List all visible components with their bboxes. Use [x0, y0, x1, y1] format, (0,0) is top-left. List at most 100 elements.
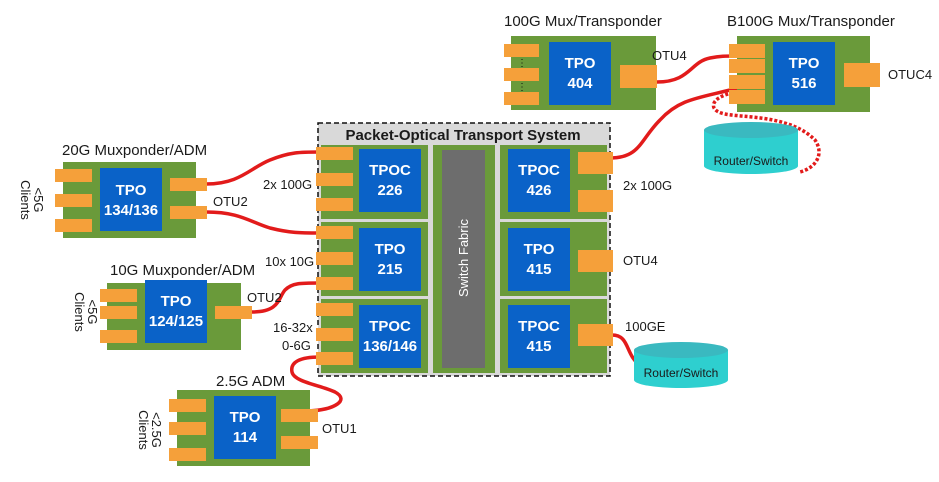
chip [549, 42, 611, 105]
svg-text:Clients: Clients [72, 292, 87, 332]
chip-number: 114 [233, 429, 258, 446]
line-port [844, 63, 880, 87]
clients-label: <2.5G Clients [136, 410, 164, 450]
port-label-line1: 16-32x [273, 320, 313, 335]
chip-number: 426 [526, 182, 551, 199]
link-label: OTU2 [213, 194, 248, 209]
client-port [729, 59, 765, 73]
chip-label: TPOC [369, 162, 411, 179]
port [316, 277, 353, 290]
client-port [504, 92, 539, 105]
port [316, 198, 353, 211]
chip-number: 215 [377, 261, 402, 278]
link-10g-to-tpo215 [251, 281, 321, 314]
svg-text:<5G: <5G [85, 300, 100, 325]
client-port [504, 68, 539, 81]
port [316, 252, 353, 265]
chip-label: TPO [565, 55, 596, 72]
client-port [504, 44, 539, 57]
chip-number: 134/136 [104, 202, 158, 219]
ellipsis-icon: ⋮ [517, 82, 527, 93]
chip-number: 404 [567, 75, 593, 92]
port [316, 226, 353, 239]
packet-optical-transport-system: Packet-Optical Transport System Switch F… [263, 122, 672, 377]
link-404-to-b100g [656, 54, 739, 84]
router-label: Router/Switch [644, 366, 719, 380]
router-switch-bottom: Router/Switch [634, 342, 728, 388]
chip-label: TPOC [518, 318, 560, 335]
line-port [215, 306, 252, 319]
link-label: OTU1 [322, 421, 357, 436]
port [316, 352, 353, 365]
client-port [169, 422, 206, 435]
port-label: OTU4 [623, 253, 658, 268]
device-b100g-mux-transponder: B100G Mux/Transponder TPO 516 OTUC4 [727, 13, 932, 112]
chip-number: 516 [791, 75, 816, 92]
device-10g-muxponder-adm: 10G Muxponder/ADM TPO 124/125 OTU2 <5G C… [72, 262, 282, 350]
line-port [281, 409, 318, 422]
line-port [281, 436, 318, 449]
link-label: OTU4 [652, 48, 687, 63]
device-title: 100G Mux/Transponder [504, 13, 662, 30]
chip [508, 305, 570, 368]
chip-label: TPO [161, 293, 192, 310]
svg-text:Clients: Clients [18, 180, 33, 220]
client-port [729, 44, 765, 58]
card-tpo-415: TPO 415 OTU4 [508, 228, 658, 291]
chip-number: 124/125 [149, 313, 203, 330]
chip-number: 415 [526, 338, 551, 355]
link-20g-to-tpo215 [205, 210, 321, 235]
port [578, 190, 613, 212]
switch-fabric [442, 150, 485, 368]
line-port [620, 65, 657, 88]
port [316, 173, 353, 186]
port [578, 324, 613, 346]
port [316, 328, 353, 341]
chip [359, 228, 421, 291]
line-port [170, 206, 207, 219]
chip-label: TPOC [518, 162, 560, 179]
device-title: 10G Muxponder/ADM [110, 262, 255, 279]
port-label: 2x 100G [263, 177, 312, 192]
chip [508, 149, 570, 212]
chip-label: TPO [230, 409, 261, 426]
chip [359, 149, 421, 212]
chip [359, 305, 421, 368]
clients-label: <5G Clients [18, 180, 46, 220]
link-tpoc426-to-b100g [609, 86, 739, 160]
port-label: 2x 100G [623, 178, 672, 193]
chip [145, 280, 207, 343]
client-port [100, 289, 137, 302]
chip [100, 168, 162, 231]
chip-number: 226 [377, 182, 402, 199]
router-top [704, 122, 798, 138]
router-bottom [634, 372, 728, 388]
client-port [169, 448, 206, 461]
chip [773, 42, 835, 105]
svg-text:<5G: <5G [31, 188, 46, 213]
device-title: B100G Mux/Transponder [727, 13, 895, 30]
card-tpoc-226: TPOC 226 2x 100G [263, 147, 421, 212]
router-switch-top: Router/Switch [704, 122, 798, 174]
port-label-line2: 0-6G [282, 338, 311, 353]
device-20g-muxponder-adm: 20G Muxponder/ADM TPO 134/136 OTU2 <5G C… [18, 142, 248, 238]
clients-label: <5G Clients [72, 292, 100, 332]
svg-text:<2.5G: <2.5G [149, 412, 164, 448]
client-port [729, 75, 765, 89]
port [578, 250, 613, 272]
card-tpo-215: TPO 215 10x 10G [265, 226, 421, 291]
chip-number: 415 [526, 261, 551, 278]
link-tpoc136-to-25g [290, 355, 343, 413]
chip [508, 228, 570, 291]
device-100g-mux-transponder: 100G Mux/Transponder ⋮ ⋮ TPO 404 OTU4 [504, 13, 687, 110]
client-port [100, 330, 137, 343]
link-label: OTU2 [247, 290, 282, 305]
card-tpoc-426: TPOC 426 2x 100G [508, 149, 672, 212]
chip-label: TPOC [369, 318, 411, 335]
line-port [170, 178, 207, 191]
chip [214, 396, 276, 459]
chip-label: TPO [116, 182, 147, 199]
chip-number: 136/146 [363, 338, 417, 355]
device-2-5g-adm: 2.5G ADM TPO 114 OTU1 <2.5G Clients [136, 373, 357, 466]
